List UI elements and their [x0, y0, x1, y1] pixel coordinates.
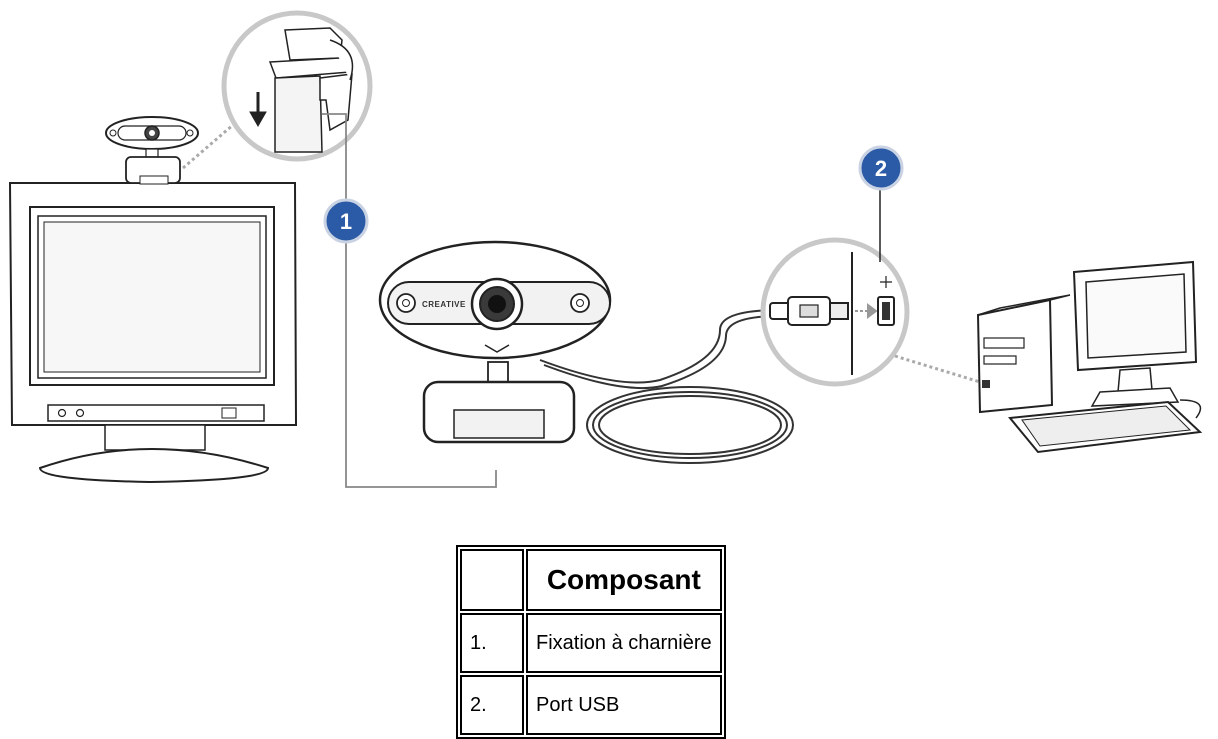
- table-header-component: Composant: [526, 549, 722, 611]
- webcam-brand-label: CREATIVE: [422, 300, 466, 309]
- callout-1-number: 1: [340, 209, 352, 234]
- monitor-icon: [8, 182, 298, 484]
- table-row: 2. Port USB: [460, 675, 722, 735]
- table-header-number: [460, 549, 524, 611]
- callout-2-number: 2: [875, 156, 887, 181]
- leader-line-3: [894, 354, 981, 384]
- connection-diagram: 1 CREATIVE: [8, 10, 1203, 488]
- table-row: 1. Fixation à charnière: [460, 613, 722, 673]
- table-cell-number: 1.: [460, 613, 524, 673]
- down-arrow-icon: [249, 92, 267, 128]
- desktop-computer-icon: [976, 260, 1198, 414]
- usb-cable-icon: [539, 309, 794, 464]
- table-cell-component: Port USB: [526, 675, 722, 735]
- table-cell-number: 2.: [460, 675, 524, 735]
- callout-1: 1: [323, 198, 369, 244]
- hinge-clip-icon: [268, 27, 354, 153]
- hinge-clip-magnifier: [221, 10, 373, 162]
- component-table: Composant 1. Fixation à charnière 2. Por…: [456, 545, 726, 739]
- usb-port-icon: [877, 276, 895, 326]
- bracket-line-1: [322, 113, 497, 488]
- leader-line-1: [182, 110, 249, 170]
- keyboard-icon: [1008, 399, 1203, 454]
- table-header-row: Composant: [460, 549, 722, 611]
- webcam-on-monitor-icon: [105, 116, 199, 185]
- usb-plug-icon: [769, 296, 849, 326]
- arrow-to-port-icon: [855, 303, 878, 319]
- usb-magnifier: [760, 237, 910, 387]
- table-cell-component: Fixation à charnière: [526, 613, 722, 673]
- callout-2: 2: [858, 145, 904, 191]
- webcam-icon: CREATIVE: [378, 240, 612, 444]
